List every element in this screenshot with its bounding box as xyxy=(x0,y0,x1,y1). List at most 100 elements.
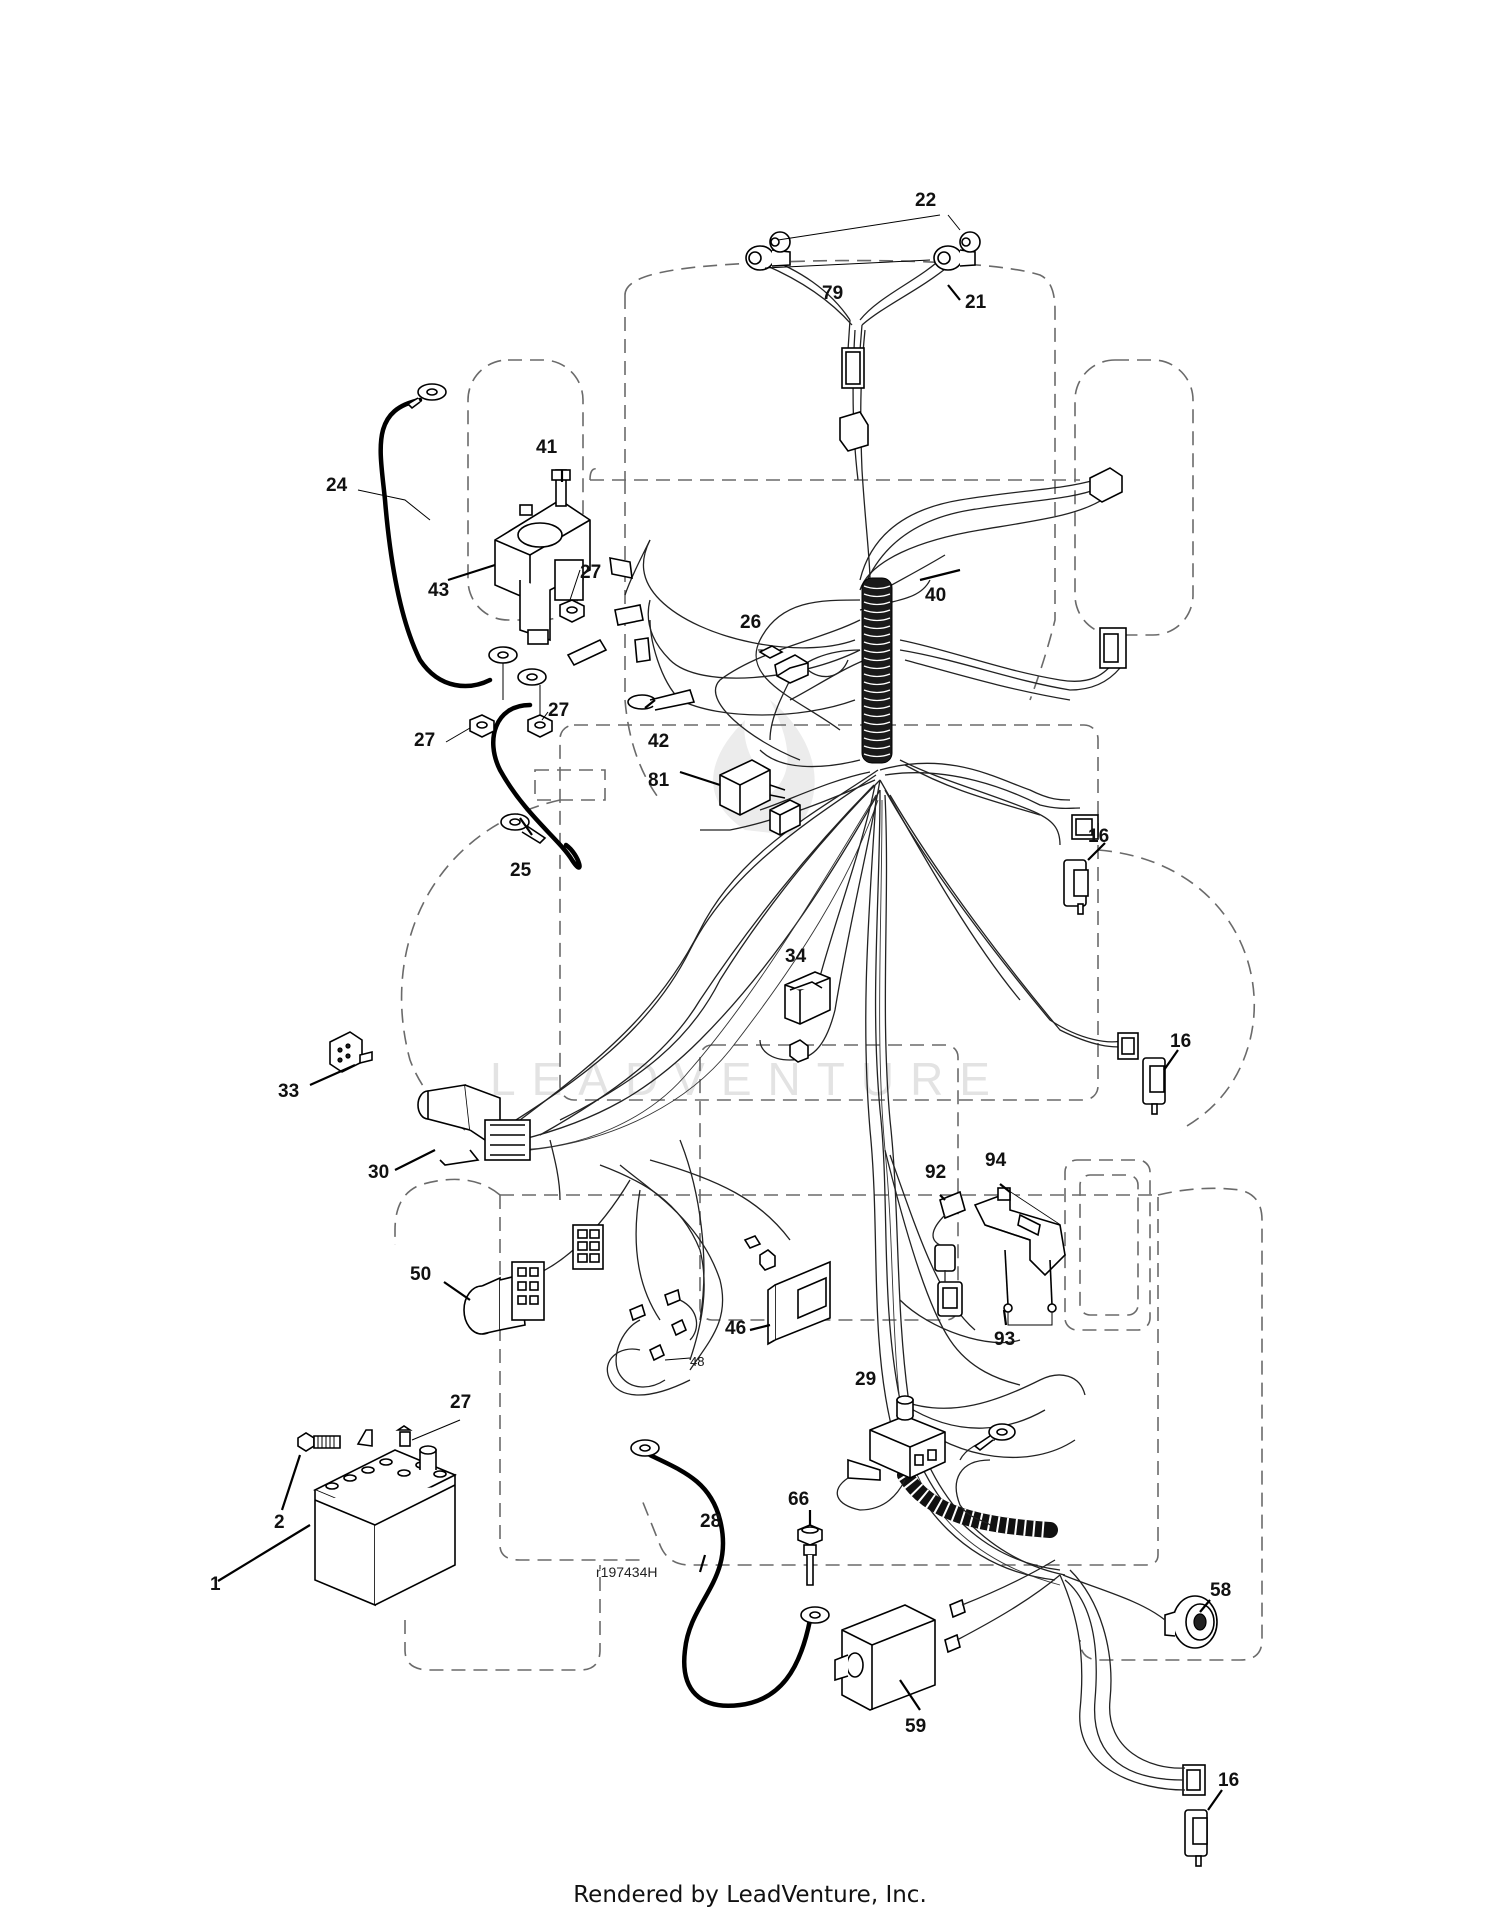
coil-rib xyxy=(863,737,891,742)
callout-29: 29 xyxy=(855,1369,876,1390)
terminal-group xyxy=(566,556,651,667)
wire-loom-coil xyxy=(861,577,893,764)
pto-switch-50 xyxy=(463,1261,545,1335)
coil-rib xyxy=(863,649,891,654)
callout-33: 33 xyxy=(278,1081,299,1102)
switch-34 xyxy=(784,971,831,1063)
callout-40: 40 xyxy=(925,585,946,606)
sockets-48 xyxy=(615,1288,698,1388)
switch-94 xyxy=(973,1187,1066,1277)
coil-rib xyxy=(863,713,891,718)
callout-25: 25 xyxy=(510,860,532,881)
ground-terminal xyxy=(973,1423,1016,1452)
callout-34: 34 xyxy=(785,946,807,967)
leader-lines xyxy=(217,214,1223,1811)
callout-58: 58 xyxy=(1210,1580,1231,1601)
callout-2: 2 xyxy=(274,1512,285,1533)
terminal-42 xyxy=(627,689,696,711)
coil-rib xyxy=(863,673,891,678)
callout-1: 1 xyxy=(210,1574,221,1595)
coil-rib xyxy=(863,625,891,630)
callout-42: 42 xyxy=(648,731,669,752)
coil-rib xyxy=(863,753,891,758)
coil-rib xyxy=(863,609,891,614)
callout-26: 26 xyxy=(740,612,761,633)
coil-rib xyxy=(863,665,891,670)
callout-21: 21 xyxy=(965,292,987,313)
coil-rib xyxy=(863,633,891,638)
side-connector-upper xyxy=(1089,467,1127,669)
coil-rib xyxy=(863,729,891,734)
connector-16-middle xyxy=(1117,1032,1166,1115)
connector-16-lower xyxy=(1059,1569,1208,1867)
cable-24-terminal xyxy=(406,383,447,410)
connector-block xyxy=(572,1224,604,1270)
callout-93: 93 xyxy=(994,1329,1015,1350)
coil-rib xyxy=(863,641,891,646)
coil-rib xyxy=(863,721,891,726)
callout-16-lower: 16 xyxy=(1218,1770,1239,1791)
callout-94: 94 xyxy=(985,1150,1007,1171)
callout-92: 92 xyxy=(925,1162,946,1183)
callout-43: 43 xyxy=(428,580,449,601)
part-58 xyxy=(1062,1574,1218,1649)
coil-ribs xyxy=(863,585,891,758)
coil-rib xyxy=(863,705,891,710)
battery-cables xyxy=(378,397,813,1708)
cable-28-terminals xyxy=(630,1439,830,1624)
callout-27-solenoid: 27 xyxy=(580,562,601,583)
callout-30: 30 xyxy=(368,1162,389,1183)
connector-92 xyxy=(932,1190,966,1317)
callout-66: 66 xyxy=(788,1489,809,1510)
headlight-harness xyxy=(759,254,951,351)
callout-28: 28 xyxy=(700,1511,721,1532)
mower-outline xyxy=(394,259,1263,1671)
harness-wires xyxy=(499,329,1131,1586)
battery-1 xyxy=(313,1445,457,1607)
nut-group-solenoid xyxy=(469,599,585,738)
callout-24: 24 xyxy=(326,475,348,496)
headlight-connector xyxy=(839,347,869,452)
drawing-code: r197434H xyxy=(596,1564,658,1580)
connector-16-upper xyxy=(1063,814,1099,915)
watermark-text: LEADVENTURE xyxy=(490,1053,1006,1105)
callout-41: 41 xyxy=(536,437,558,458)
footer-credit: Rendered by LeadVenture, Inc. xyxy=(573,1882,927,1908)
coil-rib xyxy=(863,601,891,606)
coil-rib xyxy=(863,697,891,702)
callout-16-upper: 16 xyxy=(1088,826,1109,847)
headlight-left xyxy=(745,231,791,271)
callout-46: 46 xyxy=(725,1318,746,1339)
callout-27-right-nut: 27 xyxy=(548,700,569,721)
headlight-right xyxy=(933,231,981,271)
hour-meter-46 xyxy=(743,1235,831,1346)
callout-27-battery: 27 xyxy=(450,1392,471,1413)
coil-rib xyxy=(863,585,891,590)
coil-rib xyxy=(863,657,891,662)
relay-81 xyxy=(719,759,801,836)
coil-rib xyxy=(863,593,891,598)
ignition-key-33 xyxy=(329,1031,373,1073)
ignition-switch-30 xyxy=(417,1084,531,1166)
callout-16-middle: 16 xyxy=(1170,1031,1191,1052)
callout-50: 50 xyxy=(410,1264,431,1285)
callout-27-left-nut: 27 xyxy=(414,730,435,751)
solenoid-assembly xyxy=(494,469,591,645)
callout-labels: 1 2 16 16 16 21 22 24 25 26 27 27 27 27 … xyxy=(210,190,1239,1791)
callout-81: 81 xyxy=(648,770,670,791)
coil-rib xyxy=(863,745,891,750)
callout-22: 22 xyxy=(915,190,936,211)
module-59 xyxy=(834,1559,1061,1711)
connector-26 xyxy=(758,645,849,684)
bolt-66 xyxy=(797,1524,823,1586)
callout-79: 79 xyxy=(822,283,843,304)
screws-93 xyxy=(1003,1249,1057,1326)
coil-rib xyxy=(863,617,891,622)
callout-59: 59 xyxy=(905,1716,926,1737)
switch-29 xyxy=(836,1395,946,1511)
coil-rib xyxy=(863,681,891,686)
battery-hardware xyxy=(297,1425,413,1452)
coil-rib xyxy=(863,689,891,694)
callout-48: 48 xyxy=(690,1354,704,1369)
